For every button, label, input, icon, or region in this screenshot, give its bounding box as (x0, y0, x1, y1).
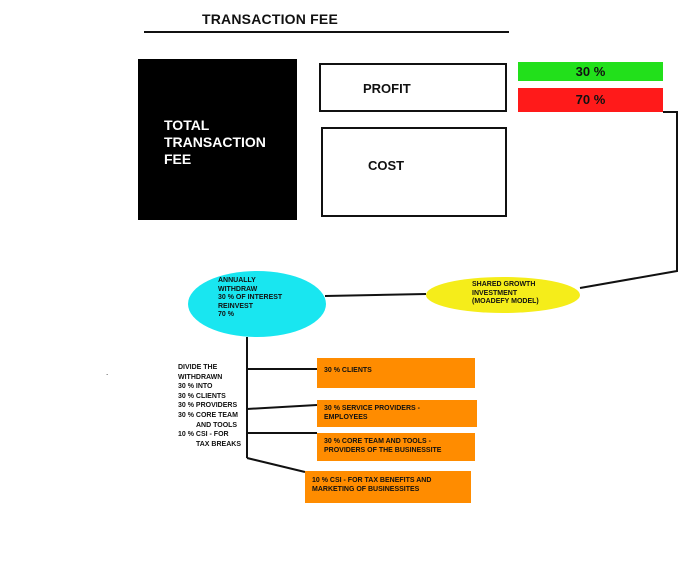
shared-growth-text: SHARED GROWTH INVESTMENT (MOADEFY MODEL) (472, 281, 539, 305)
allocation-service-providers-box: 30 % SERVICE PROVIDERS - EMPLOYEES (317, 400, 477, 427)
diagram-title: TRANSACTION FEE (202, 11, 338, 27)
shared-growth-ellipse (426, 277, 580, 313)
cost-label: COST (368, 158, 405, 173)
connector-profit-to-shared-growth (579, 111, 678, 289)
total-transaction-fee-box: TOTAL TRANSACTION FEE (138, 59, 297, 220)
divide-withdrawn-text: DIVIDE THE WITHDRAWN 30 % INTO 30 % CLIE… (178, 364, 241, 448)
annual-withdraw-text: ANNUALLY WITHDRAW 30 % OF INTEREST REINV… (218, 277, 283, 318)
cost-box: COST (321, 127, 507, 217)
profit-percentage-badge: 30 % (518, 62, 663, 81)
cost-percentage-badge: 70 % (518, 88, 663, 112)
total-transaction-fee-label: TOTAL TRANSACTION FEE (164, 117, 266, 167)
allocation-clients-box: 30 % CLIENTS (317, 358, 475, 388)
allocation-csi-box: 10 % CSI - FOR TAX BENEFITS AND MARKETIN… (305, 471, 471, 503)
connector-shared-growth-to-annual (324, 293, 427, 297)
stray-dot: . (106, 368, 109, 377)
connector-to-csi (246, 457, 306, 473)
profit-label: PROFIT (363, 81, 411, 96)
profit-box: PROFIT (319, 63, 507, 112)
annual-withdraw-ellipse (188, 271, 326, 337)
connector-to-providers (246, 404, 318, 410)
allocation-core-team-box: 30 % CORE TEAM AND TOOLS - PROVIDERS OF … (317, 433, 475, 461)
